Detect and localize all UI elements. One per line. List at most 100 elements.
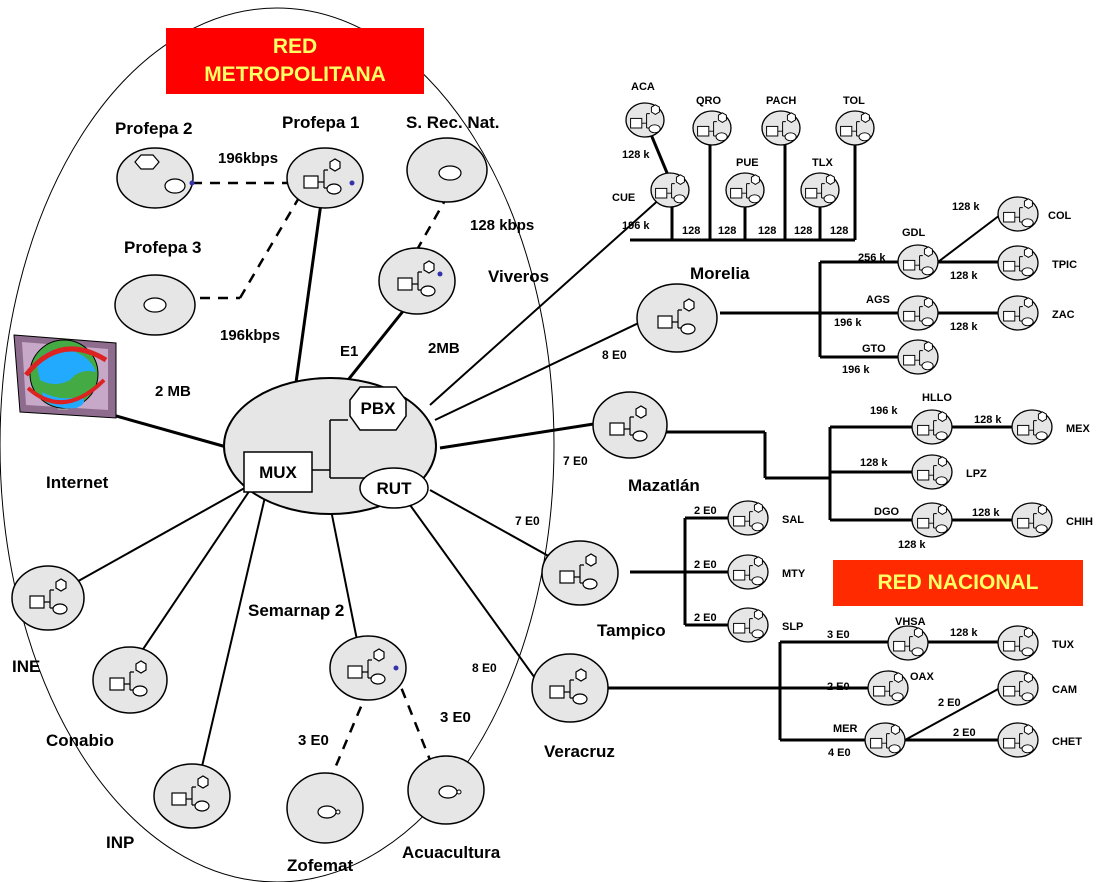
rut-label: RUT bbox=[377, 479, 413, 498]
node-mty[interactable] bbox=[727, 554, 769, 590]
node-cue[interactable] bbox=[650, 172, 690, 208]
label-cam: CAM bbox=[1052, 684, 1077, 696]
hub-node[interactable]: MUX PBX RUT bbox=[223, 377, 437, 515]
link-srec-viveros: 128 kbps bbox=[470, 217, 534, 234]
node-ine[interactable] bbox=[11, 565, 85, 631]
link-vhsa: 3 E0 bbox=[827, 629, 850, 641]
label-vhsa: VHSA bbox=[895, 616, 926, 628]
node-pue[interactable] bbox=[725, 172, 765, 208]
node-profepa1[interactable] bbox=[286, 147, 364, 209]
label-gdl: GDL bbox=[902, 227, 926, 239]
node-mex[interactable] bbox=[1011, 409, 1053, 445]
node-srecnat[interactable] bbox=[406, 137, 488, 203]
node-tlx[interactable] bbox=[800, 172, 840, 208]
node-dgo[interactable] bbox=[911, 502, 953, 538]
link-p3-p1: 196kbps bbox=[220, 327, 280, 344]
label-mer: MER bbox=[833, 723, 858, 735]
link-mer: 4 E0 bbox=[828, 747, 851, 759]
banner-red-metropolitana: RED METROPOLITANA bbox=[166, 28, 424, 94]
node-acuacultura[interactable] bbox=[407, 755, 485, 825]
label-tux: TUX bbox=[1052, 639, 1075, 651]
node-vhsa[interactable] bbox=[887, 625, 929, 661]
link-hub-viveros: 2MB bbox=[428, 340, 460, 357]
node-profepa3[interactable] bbox=[114, 274, 196, 336]
pbx-hexagon bbox=[349, 386, 407, 431]
node-gdl[interactable] bbox=[897, 244, 939, 280]
label-mazatlan: Mazatlán bbox=[628, 476, 700, 495]
node-mazatlan[interactable] bbox=[592, 391, 668, 459]
node-qro[interactable] bbox=[692, 110, 732, 146]
mux-label: MUX bbox=[259, 463, 297, 482]
label-hllo: HLLO bbox=[922, 392, 952, 404]
link-dgo-chih: 128 k bbox=[972, 507, 1000, 519]
node-morelia[interactable] bbox=[636, 283, 718, 353]
label-acuacultura: Acuacultura bbox=[402, 843, 501, 862]
links bbox=[47, 119, 1012, 781]
label-zac: ZAC bbox=[1052, 309, 1075, 321]
link-hllo-mex: 128 k bbox=[974, 414, 1002, 426]
node-chih[interactable] bbox=[1011, 502, 1053, 538]
remote-nodes bbox=[625, 102, 1053, 758]
link-mty: 2 E0 bbox=[694, 559, 717, 571]
label-sal: SAL bbox=[782, 514, 804, 526]
node-oax[interactable] bbox=[867, 670, 909, 706]
link-bus-a: 128 bbox=[682, 225, 700, 237]
mux-box bbox=[243, 451, 313, 493]
node-mer[interactable] bbox=[864, 722, 906, 758]
link-aca-cue: 128 k bbox=[622, 149, 650, 161]
link-ags: 196 k bbox=[834, 317, 862, 329]
node-inp[interactable] bbox=[153, 763, 231, 829]
node-tampico[interactable] bbox=[541, 540, 619, 606]
node-hllo[interactable] bbox=[911, 409, 953, 445]
link-bus-d: 128 bbox=[794, 225, 812, 237]
node-conabio[interactable] bbox=[92, 646, 168, 714]
node-veracruz[interactable] bbox=[531, 653, 609, 723]
label-viveros: Viveros bbox=[488, 267, 549, 286]
label-ags: AGS bbox=[866, 294, 890, 306]
link-slp: 2 E0 bbox=[694, 612, 717, 624]
node-tol[interactable] bbox=[835, 110, 875, 146]
link-hub-p1: E1 bbox=[340, 343, 358, 360]
node-tpic[interactable] bbox=[997, 245, 1039, 281]
link-cue: 196 k bbox=[622, 220, 650, 232]
node-sal[interactable] bbox=[727, 500, 769, 536]
link-hllo: 196 k bbox=[870, 405, 898, 417]
node-cam[interactable] bbox=[997, 670, 1039, 706]
link-mazatlan: 7 E0 bbox=[563, 454, 588, 468]
node-ags[interactable] bbox=[897, 295, 939, 331]
link-gdl: 256 k bbox=[858, 252, 886, 264]
label-mty: MTY bbox=[782, 568, 806, 580]
node-gto[interactable] bbox=[897, 339, 939, 375]
label-semarnap2: Semarnap 2 bbox=[248, 601, 344, 620]
node-lpz[interactable] bbox=[911, 454, 953, 490]
node-chet[interactable] bbox=[997, 722, 1039, 758]
label-zofemat: Zofemat bbox=[287, 856, 353, 875]
link-bus-e: 128 bbox=[830, 225, 848, 237]
link-lpz: 128 k bbox=[860, 457, 888, 469]
node-slp[interactable] bbox=[727, 607, 769, 643]
label-gto: GTO bbox=[862, 343, 886, 355]
link-gdl-tpic: 128 k bbox=[950, 270, 978, 282]
node-zofemat[interactable] bbox=[286, 772, 364, 844]
label-ine: INE bbox=[12, 657, 40, 676]
node-viveros[interactable] bbox=[378, 247, 456, 315]
node-col[interactable] bbox=[997, 196, 1039, 232]
node-aca[interactable] bbox=[625, 102, 665, 138]
node-profepa2[interactable] bbox=[116, 147, 195, 209]
label-tlx: TLX bbox=[812, 157, 833, 169]
label-pue: PUE bbox=[736, 157, 759, 169]
node-tux[interactable] bbox=[997, 625, 1039, 661]
node-semarnap2[interactable] bbox=[329, 635, 407, 701]
link-sem-zofemat: 3 E0 bbox=[298, 732, 329, 749]
link-mer-cam: 2 E0 bbox=[938, 697, 961, 709]
node-pach[interactable] bbox=[761, 110, 801, 146]
link-morelia: 8 E0 bbox=[602, 348, 627, 362]
node-zac[interactable] bbox=[997, 295, 1039, 331]
internet-globe-icon[interactable] bbox=[13, 334, 117, 419]
link-gto: 196 k bbox=[842, 364, 870, 376]
link-gdl-col: 128 k bbox=[952, 201, 980, 213]
banner-metro-line1: RED bbox=[272, 35, 318, 58]
label-slp: SLP bbox=[782, 621, 803, 633]
label-morelia: Morelia bbox=[690, 264, 750, 283]
